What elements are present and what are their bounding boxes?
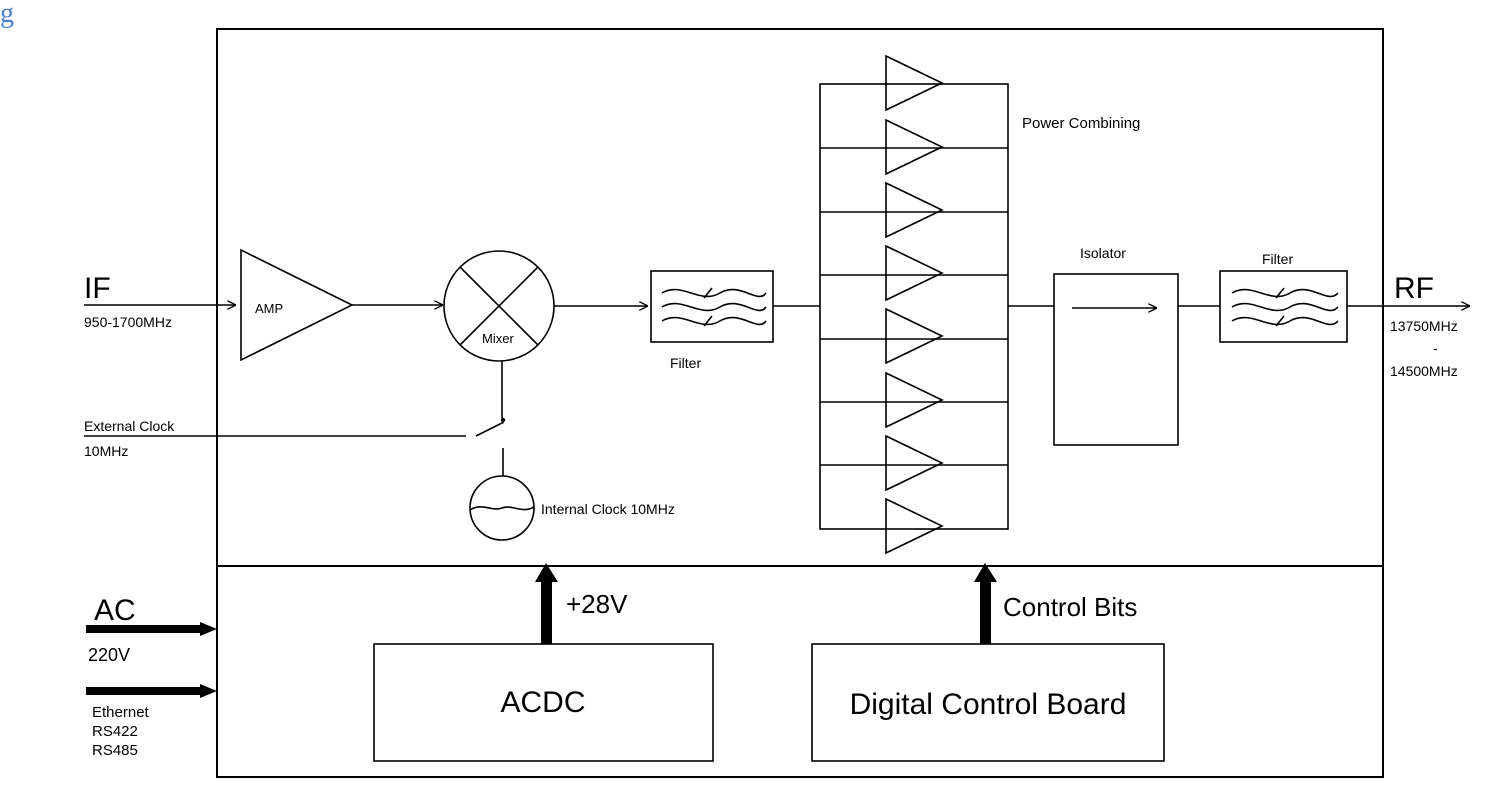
plus28v-arrow-head	[535, 563, 558, 582]
digital-control-board-label: Digital Control Board	[850, 688, 1127, 721]
enclosure-box	[216, 28, 1384, 778]
pa-triangle-7	[885, 434, 944, 492]
partial-header-text: g	[0, 0, 14, 29]
pa-triangle-2	[885, 118, 944, 176]
ac-voltage: 220V	[88, 645, 130, 665]
rf-filter-label: Filter	[1262, 251, 1293, 267]
isolator-label: Isolator	[1080, 245, 1126, 261]
mixer-label: Mixer	[482, 331, 514, 346]
clock-switch-blade	[475, 421, 505, 437]
ethernet-label: Ethernet	[92, 704, 150, 721]
rf-frequency-high: 14500MHz	[1390, 363, 1458, 379]
acdc-section: ACDC +28V	[373, 563, 714, 762]
ac-title: AC	[94, 594, 136, 627]
pa-triangle-4	[885, 244, 944, 302]
rf-output: RF 13750MHz - 14500MHz	[1347, 272, 1470, 379]
rf-filter-box	[1219, 270, 1348, 343]
internal-clock-label: Internal Clock 10MHz	[541, 501, 675, 517]
plus28v-label: +28V	[566, 589, 628, 619]
if-filter-block: Filter	[650, 270, 820, 371]
rf-filter-block: Filter	[1219, 251, 1348, 343]
power-inputs: AC 220V Ethernet RS422 RS485	[86, 594, 217, 759]
rf-frequency-dash: -	[1433, 340, 1438, 356]
if-filter-box	[650, 270, 774, 343]
control-bits-arrow-shaft	[980, 578, 991, 644]
power-combining-label: Power Combining	[1022, 115, 1140, 132]
control-bits-label: Control Bits	[1003, 592, 1137, 622]
if-input: IF 950-1700MHz	[84, 272, 236, 330]
control-bits-arrow-head	[974, 563, 997, 582]
if-frequency-range: 950-1700MHz	[84, 314, 172, 330]
power-combining-network: Power Combining	[819, 54, 1140, 555]
clock-section: External Clock 10MHz Internal Clock 10MH…	[84, 417, 675, 541]
rf-frequency-low: 13750MHz	[1390, 318, 1458, 334]
external-clock-label: External Clock	[84, 418, 175, 434]
comm-input-arrow-head	[200, 684, 217, 698]
isolator-block: Isolator	[1053, 245, 1220, 446]
pa-triangle-8	[885, 497, 944, 555]
digital-control-section: Digital Control Board Control Bits	[811, 563, 1165, 762]
rs422-label: RS422	[92, 723, 138, 740]
rf-title: RF	[1394, 272, 1434, 305]
pa-triangle-5	[885, 307, 944, 365]
mixer-block: Mixer	[443, 250, 648, 418]
acdc-label: ACDC	[500, 686, 585, 719]
if-title: IF	[84, 272, 111, 305]
amp-label: AMP	[255, 301, 283, 316]
combiner-frame	[819, 83, 1009, 530]
ac-input-arrow-shaft	[86, 625, 202, 633]
if-filter-label: Filter	[670, 355, 701, 371]
ac-input-arrow-head	[200, 622, 217, 636]
external-clock-frequency: 10MHz	[84, 443, 128, 459]
plus28v-arrow-shaft	[541, 578, 552, 644]
internal-clock-oscillator	[469, 475, 535, 541]
amp-triangle	[240, 248, 354, 362]
pa-triangle-1	[885, 54, 944, 112]
comm-input-arrow-shaft	[86, 687, 202, 695]
pa-triangle-3	[885, 181, 944, 239]
isolator-box	[1053, 273, 1179, 446]
clock-switch-contact	[500, 417, 506, 423]
pa-triangle-6	[885, 371, 944, 429]
amp-block: AMP	[240, 248, 443, 362]
rs485-label: RS485	[92, 742, 138, 759]
